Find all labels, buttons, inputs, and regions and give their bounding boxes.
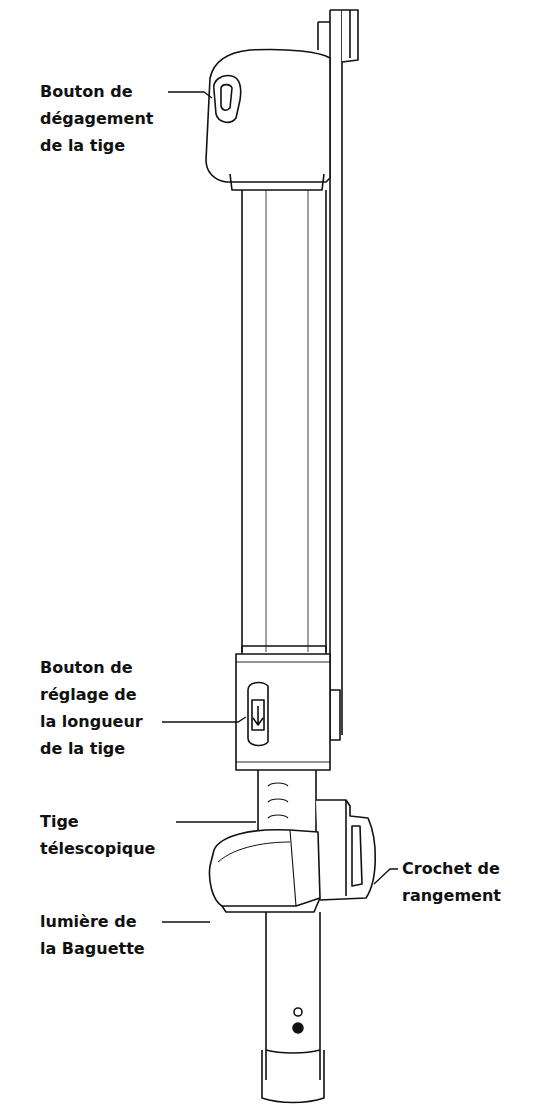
part-label: Crochet de rangement	[402, 855, 532, 909]
part-label: Tige télescopique	[40, 808, 172, 862]
part-label: Bouton de réglage de la longueur de la t…	[40, 654, 158, 762]
leader-line	[168, 92, 212, 98]
leader-line	[176, 821, 256, 822]
leader-line	[374, 869, 398, 884]
part-label: lumière de la Baguette	[40, 908, 158, 962]
leader-line	[162, 717, 246, 722]
part-label: Bouton de dégagement de la tige	[40, 78, 164, 159]
leader-line	[162, 921, 210, 922]
